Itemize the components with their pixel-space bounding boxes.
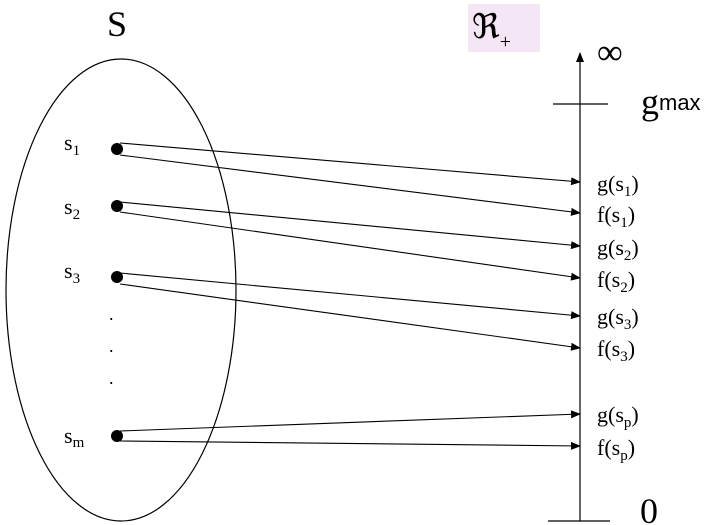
element-dot-s1 [111, 143, 123, 155]
zero-label: 0 [640, 491, 658, 525]
element-dot-sm [111, 430, 123, 442]
image-label-f-sp: f(sp) [597, 435, 635, 464]
codomain-highlight [468, 4, 540, 52]
element-label-s2: s2 [64, 194, 80, 223]
element-dot-s3 [111, 271, 123, 283]
arrow-s2-to-g [119, 201, 581, 250]
arrow-s3-to-g [119, 272, 581, 320]
image-label-f-s2: f(s2) [597, 267, 635, 296]
arrow-s3-to-f [119, 283, 581, 351]
infinity-label: ∞ [597, 32, 623, 72]
image-label-f-s3: f(s3) [597, 336, 635, 365]
set-ellipse [5, 58, 237, 522]
element-label-s3: s3 [64, 258, 80, 287]
element-dot-s2 [111, 200, 123, 212]
image-label-g-s3: g(s3) [597, 304, 639, 333]
arrow-s1-to-g [119, 142, 581, 186]
gmax-label: gmax [641, 82, 701, 122]
ellipsis-dot-2: . [109, 336, 114, 356]
element-label-sm: sm [64, 423, 85, 451]
arrow-sm-to-g [119, 410, 581, 432]
ellipsis-dot-1: . [109, 304, 114, 324]
codomain-label: ℜ+ [472, 9, 511, 53]
element-label-s1: s1 [64, 130, 80, 159]
image-label-g-sp: g(sp) [597, 402, 639, 431]
arrow-s2-to-f [119, 211, 581, 281]
image-label-f-s1: f(s1) [597, 202, 635, 231]
ellipsis-dot-3: . [109, 368, 114, 388]
arrow-s1-to-f [119, 154, 581, 216]
image-label-g-s1: g(s1) [597, 171, 639, 200]
arrow-sm-to-f [119, 440, 581, 450]
set-label: S [107, 4, 127, 44]
image-label-g-s2: g(s2) [597, 235, 639, 264]
